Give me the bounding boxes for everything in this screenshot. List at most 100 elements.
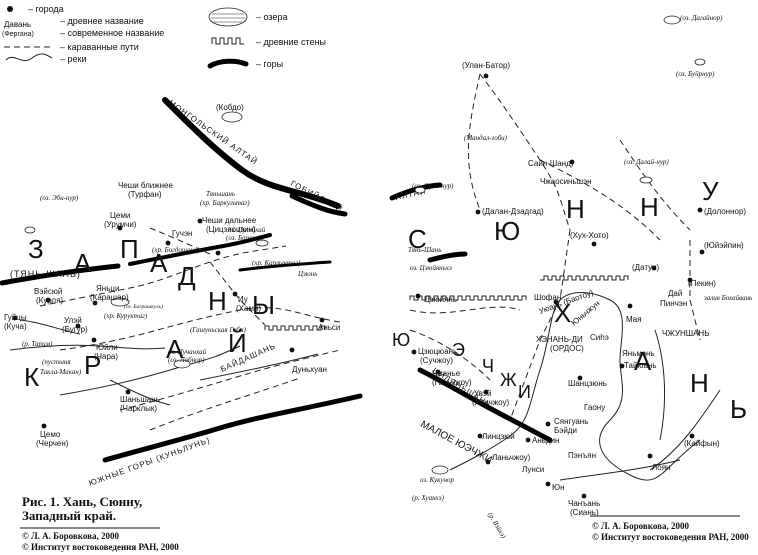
region-ordos: (ОРДОС): [550, 344, 584, 353]
city-beidi: Бэйди: [554, 426, 577, 435]
city-dot-dalan-dzadgad: [475, 209, 481, 215]
city-ulei: Улэй: [64, 316, 82, 325]
city-chzhanye: Чжанье: [432, 369, 461, 378]
city-lintszyui: Линцзюй: [482, 432, 515, 441]
legend-river-line: [5, 53, 53, 62]
region-letter-zh: Ж: [500, 370, 517, 390]
lake-dalai-nur: [639, 176, 653, 184]
city-peking: (Пекин): [688, 279, 716, 288]
legend-walls-label: – древние стены: [256, 37, 326, 47]
tyan-shan-label: (ТЯНЬ-ШАНЬ): [10, 269, 81, 279]
region-letter-a2: А: [150, 248, 168, 278]
city-dolonnor: (Долоннор): [704, 207, 746, 216]
city-chzhaosinshen: Чжаосиньшэн: [540, 177, 592, 186]
lake-barkul: [255, 239, 269, 247]
city-iu: Иу: [238, 295, 248, 304]
city-pinchen: Пинчэн: [660, 299, 687, 308]
city-maya: Мая: [626, 315, 642, 324]
city-dot-tsemi: [117, 225, 123, 231]
city-dai: Дай: [668, 289, 682, 298]
city-dot-tszyuyan: [415, 293, 421, 299]
label-kuruktag: (хр. Куруктаг): [104, 312, 148, 320]
cities-left: (Кобдо) Чеши ближнее (Турфан) Цеми (Урум…: [4, 103, 340, 448]
city-lunsi: Лунси: [522, 465, 544, 474]
region-letter-y: Ы: [252, 290, 275, 320]
legend-ancient-sample: Давань: [4, 20, 31, 29]
city-dot-loyan: [647, 453, 653, 459]
region-letter-n: Н: [208, 286, 227, 316]
label-puchanhai: оз. Пучанхай: [168, 348, 207, 356]
city-dot-shanshan: [125, 389, 131, 395]
city-bugur: (Бугур): [62, 325, 88, 334]
mongolian-altai-range: [162, 97, 341, 209]
city-taiyuan: Тайюань: [624, 361, 656, 370]
legend-routes-label: – караванные пути: [60, 42, 139, 52]
city-yuyeipin: (Юйэйпин): [704, 241, 744, 250]
label-kukunor: оз. Кукунор: [420, 476, 454, 484]
region-letter-yu2: Ю: [392, 330, 410, 350]
region-letter-z: З: [28, 234, 44, 264]
city-dot-yun: [545, 481, 551, 487]
label-tszyuyan: оз. Цзюйяньхэ: [410, 264, 452, 272]
label-orog-nur: (оз. Орог-нур): [412, 182, 454, 190]
city-dalan-dzadgad: (Далан-Дзадгад): [482, 207, 544, 216]
city-syanguan: Сянгуань: [554, 417, 588, 426]
city-dot-dolonnor: [697, 207, 703, 213]
right-map-panel: АЛТАЙ Тянь-Шань ЦИЛЯНЬШАНЬ С Ю Н Н: [389, 14, 752, 540]
region-letter-d: Д: [178, 261, 196, 291]
city-changan: Чанъань: [568, 499, 600, 508]
label-bay: залив Бохайвань: [703, 294, 752, 302]
label-ebi-nur: (оз. Эби-нур): [40, 194, 79, 202]
city-kucha: (Куча): [4, 322, 27, 331]
city-dot-ulan-bator: [483, 73, 489, 79]
city-dot-cheshi-far: [215, 250, 221, 256]
huanghe-river: [449, 292, 701, 481]
cities-right: (Улан-Батор) Сайн-Шанд) Чжаосиньшэн (Дал…: [411, 61, 746, 517]
city-veisyui: Вэйсюй: [34, 287, 62, 296]
region-letter-i: Й: [228, 328, 247, 358]
region-maloe-yuechzhi: МАЛОЕ ЮЭЧЖИ: [419, 419, 494, 466]
region-letter-e: Э: [452, 340, 465, 360]
region-letter-k: К: [24, 362, 39, 392]
city-uvei: Увэй: [474, 389, 491, 398]
city-shantszyun: Шанцзюнь: [568, 379, 607, 388]
city-tsitszyaotszin: (Цицзяоцзин): [206, 225, 256, 234]
label-lobnor: (оз. Лобнор): [168, 356, 205, 364]
city-dot-lanchzhou: [485, 459, 491, 465]
city-dot-changan: [581, 493, 587, 499]
city-lanchzhou: Ланьчжоу): [492, 453, 531, 462]
city-tszyutsyuan: Цзюцюань: [418, 347, 457, 356]
city-tsemo: Цемо: [40, 430, 61, 439]
city-dot-yantsi: [92, 300, 98, 306]
city-dot-datun: [651, 265, 657, 271]
copyright-right-1: © Л. А. Боровкова, 2000: [592, 521, 689, 531]
city-gaonu: Гаону: [584, 403, 605, 412]
city-dot-lintszyui: [477, 433, 483, 439]
label-dalai-nur: (оз. Далай-нур): [624, 158, 669, 166]
city-sihe: Сиhэ: [590, 333, 609, 342]
city-dot-maya: [627, 303, 633, 309]
left-map-panel: МОНГОЛЬСКИЙ АЛТАЙ ГОБИЙСКИЙ (ТЯНЬ-ШАНЬ) …: [0, 97, 363, 488]
city-urumchi: (Урумчи): [104, 220, 137, 229]
city-dot-sain-shand: [569, 159, 575, 165]
region-letter-a1: А: [74, 248, 92, 278]
copyright-left-2: © Институт востоковедения РАН, 2000: [22, 542, 179, 552]
city-dot-huhhot: [591, 241, 597, 247]
label-tarim: (р. Тарим): [22, 340, 53, 348]
region-letter-ch: Ч: [482, 356, 494, 376]
city-huhhot: (Хух-Хото): [570, 231, 609, 240]
city-kurlya: (Курля): [36, 296, 63, 305]
city-dot-peking: [687, 277, 693, 283]
lake-orog-nur: [414, 186, 426, 194]
city-cherchen: (Черчен): [36, 439, 69, 448]
lake-buirnur: [694, 58, 706, 66]
label-barkultag: (хр. Баркультаг): [200, 199, 250, 207]
tarim-river: [9, 344, 166, 351]
legend-city-dot: [7, 6, 13, 12]
label-barkul-2: (оз. Баркуль): [226, 234, 265, 242]
region-letter-r: Р: [84, 350, 101, 380]
region-letter-a3: А: [166, 334, 184, 364]
label-huanhe: (р. Хуанхэ): [412, 494, 445, 502]
city-dot-cheshi-near: [197, 218, 203, 224]
city-ulan-bator: (Улан-Батор): [462, 61, 510, 70]
